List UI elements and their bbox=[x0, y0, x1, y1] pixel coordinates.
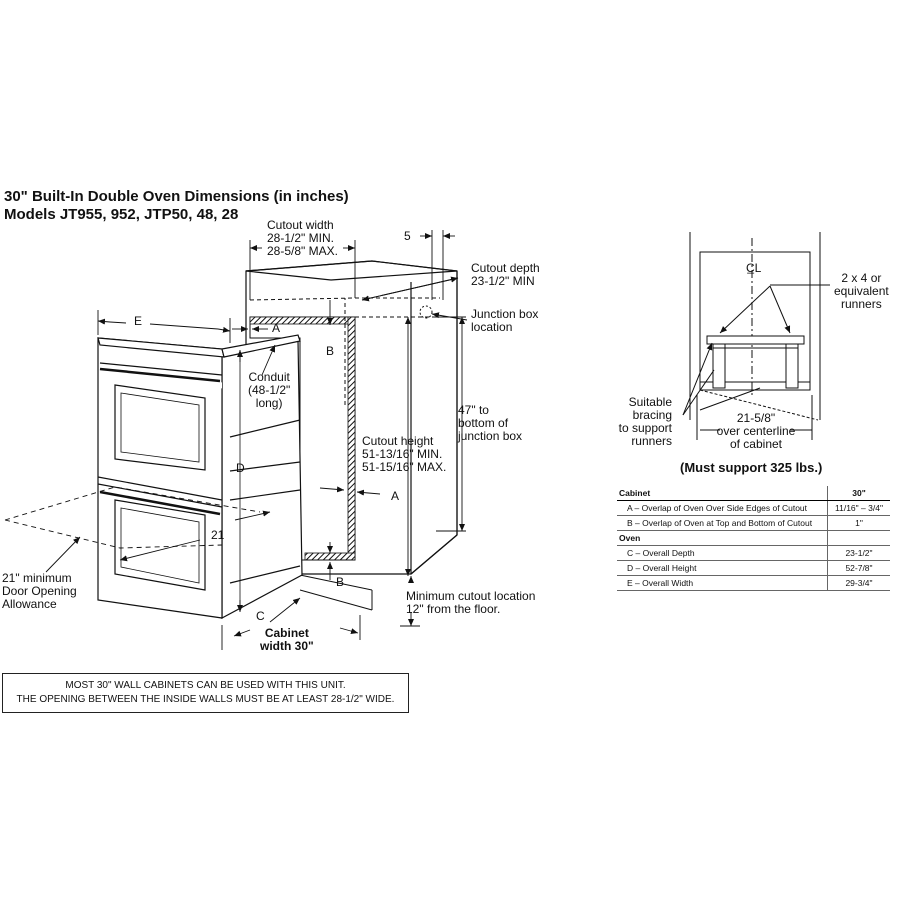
min-cutout-label: Minimum cutout location 12" from the flo… bbox=[406, 589, 536, 616]
notice-line-2: THE OPENING BETWEEN THE INSIDE WALLS MUS… bbox=[16, 694, 395, 705]
dim-e-label: E bbox=[134, 314, 143, 328]
dim-a-mid-label: A bbox=[391, 489, 400, 503]
dim-d-label: D bbox=[236, 461, 245, 475]
bracing-label: Suitable bracing to support runners bbox=[618, 395, 672, 448]
dimensions-table: Cabinet 30" A – Overlap of Oven Over Sid… bbox=[617, 486, 890, 591]
dim-b-bottom-label: B bbox=[336, 575, 345, 589]
table-row: C – Overall Depth 23-1/2" bbox=[617, 545, 890, 561]
dim-b-top-label: B bbox=[326, 344, 335, 358]
table-header-size: 30" bbox=[827, 486, 890, 501]
runners-label: 2 x 4 or equivalent runners bbox=[834, 271, 889, 311]
conduit-label: Conduit (48-1/2" long) bbox=[248, 370, 291, 410]
junction-box-label: Junction box location bbox=[471, 307, 539, 334]
cutout-width-label: Cutout width 28-1/2" MIN. 28-5/8" MAX. bbox=[267, 218, 338, 258]
table-row: E – Overall Width 29-3/4" bbox=[617, 575, 890, 591]
title-line-2: Models JT955, 952, JTP50, 48, 28 bbox=[4, 206, 239, 223]
wall-cabinet-notice: MOST 30" WALL CABINETS CAN BE USED WITH … bbox=[2, 673, 409, 713]
title-line-1: 30" Built-In Double Oven Dimensions (in … bbox=[4, 188, 349, 205]
table-row: B – Overlap of Oven at Top and Bottom of… bbox=[617, 515, 890, 531]
cabinet-width-label: Cabinet width 30" bbox=[260, 626, 314, 653]
table-header-row: Cabinet 30" bbox=[617, 486, 890, 501]
notice-line-1: MOST 30" WALL CABINETS CAN BE USED WITH … bbox=[65, 680, 346, 691]
centerline-label: C̲L bbox=[746, 261, 762, 275]
table-row: D – Overall Height 52-7/8" bbox=[617, 560, 890, 576]
dim-5-label: 5 bbox=[404, 229, 411, 243]
dim-a-top-label: A bbox=[272, 321, 281, 335]
load-requirement: (Must support 325 lbs.) bbox=[680, 460, 823, 475]
door-allowance-label: 21" minimum Door Opening Allowance bbox=[2, 571, 77, 611]
cutout-height-label: Cutout height 51-13/16" MIN. 51-15/16" M… bbox=[362, 434, 447, 474]
runner-support-diagram bbox=[682, 232, 830, 440]
dim-c-label: C bbox=[256, 609, 265, 623]
dim-21-label: 21 bbox=[211, 528, 225, 542]
cutout-opening bbox=[249, 297, 440, 611]
runner-spacing-label: 21-5/8" over centerline of cabinet bbox=[716, 411, 796, 451]
diagram-title: 30" Built-In Double Oven Dimensions (in … bbox=[4, 188, 349, 224]
table-header-cabinet: Cabinet bbox=[617, 486, 828, 501]
table-row: A – Overlap of Oven Over Side Edges of C… bbox=[617, 500, 890, 516]
cutout-depth-label: Cutout depth 23-1/2" MIN bbox=[471, 261, 540, 288]
table-group-row: Oven bbox=[617, 530, 890, 546]
junction-height-label: 47" to bottom of junction box bbox=[458, 403, 523, 443]
